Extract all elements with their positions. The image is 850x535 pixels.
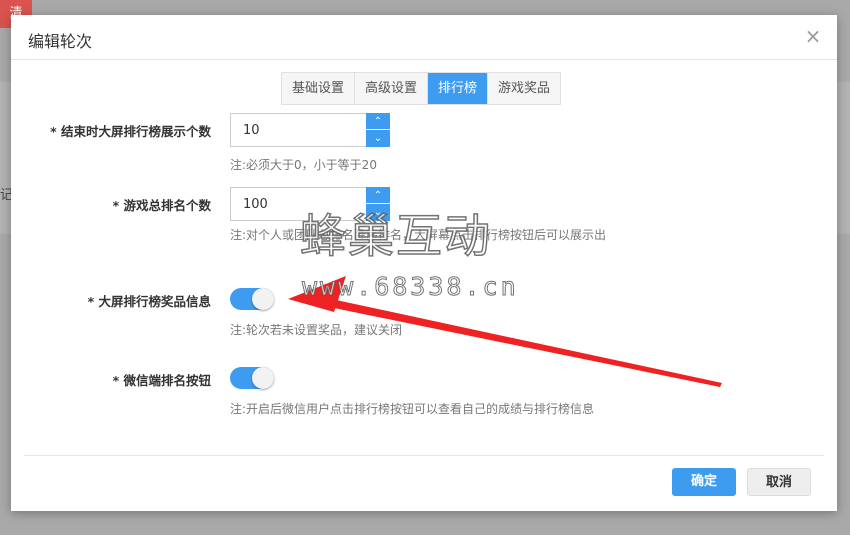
screen-rank-count-value: 10: [243, 123, 260, 138]
wechat-rank-button-note: 注:开启后微信用户点击排行榜按钮可以查看自己的成绩与排行榜信息: [230, 402, 595, 416]
toggle-knob: [252, 367, 274, 389]
footer-divider: [24, 455, 824, 456]
total-rank-count-value: 100: [243, 197, 268, 212]
tab-game-prizes[interactable]: 游戏奖品: [488, 73, 561, 104]
screen-prize-info-note: 注:轮次若未设置奖品，建议关闭: [230, 323, 403, 337]
total-rank-count-label: * 游戏总排名个数: [112, 198, 211, 213]
dialog-title: 编辑轮次: [28, 32, 93, 51]
tab-advanced-settings[interactable]: 高级设置: [355, 73, 429, 104]
tab-leaderboard[interactable]: 排行榜: [428, 73, 489, 104]
confirm-button[interactable]: 确定: [672, 468, 736, 496]
wechat-rank-button-label: * 微信端排名按钮: [112, 373, 211, 388]
screen-rank-count-label: * 结束时大屏排行榜展示个数: [50, 124, 211, 139]
total-rank-count-note: 注:对个人或团队总排名降序排名，大屏幕点击排行榜按钮后可以展示出: [230, 228, 607, 242]
screen-prize-info-toggle[interactable]: [230, 288, 274, 310]
toggle-knob: [252, 288, 274, 310]
screen-rank-count-input[interactable]: 10 ⌃ ⌄: [230, 113, 390, 147]
total-rank-count-input[interactable]: 100 ⌃ ⌄: [230, 187, 390, 221]
dialog-header: 编辑轮次 ×: [11, 15, 837, 60]
screen-rank-count-note: 注:必须大于0，小于等于20: [230, 158, 377, 172]
stepper-down-icon[interactable]: ⌄: [366, 204, 390, 221]
screen-prize-info-label: * 大屏排行榜奖品信息: [87, 294, 211, 309]
total-rank-count-stepper: ⌃ ⌄: [366, 187, 390, 221]
stepper-up-icon[interactable]: ⌃: [366, 187, 390, 204]
settings-tabs: 基础设置 高级设置 排行榜 游戏奖品: [281, 72, 562, 105]
stepper-up-icon[interactable]: ⌃: [366, 113, 390, 130]
cancel-button[interactable]: 取消: [747, 468, 811, 496]
edit-round-dialog: 编辑轮次 × 基础设置 高级设置 排行榜 游戏奖品 * 结束时大屏排行榜展示个数…: [11, 15, 837, 511]
tab-basic-settings[interactable]: 基础设置: [282, 73, 356, 104]
stepper-down-icon[interactable]: ⌄: [366, 130, 390, 147]
backdrop-edge-text: 记: [0, 188, 14, 203]
wechat-rank-button-toggle[interactable]: [230, 367, 274, 389]
close-icon[interactable]: ×: [804, 24, 822, 48]
screen-rank-count-stepper: ⌃ ⌄: [366, 113, 390, 147]
